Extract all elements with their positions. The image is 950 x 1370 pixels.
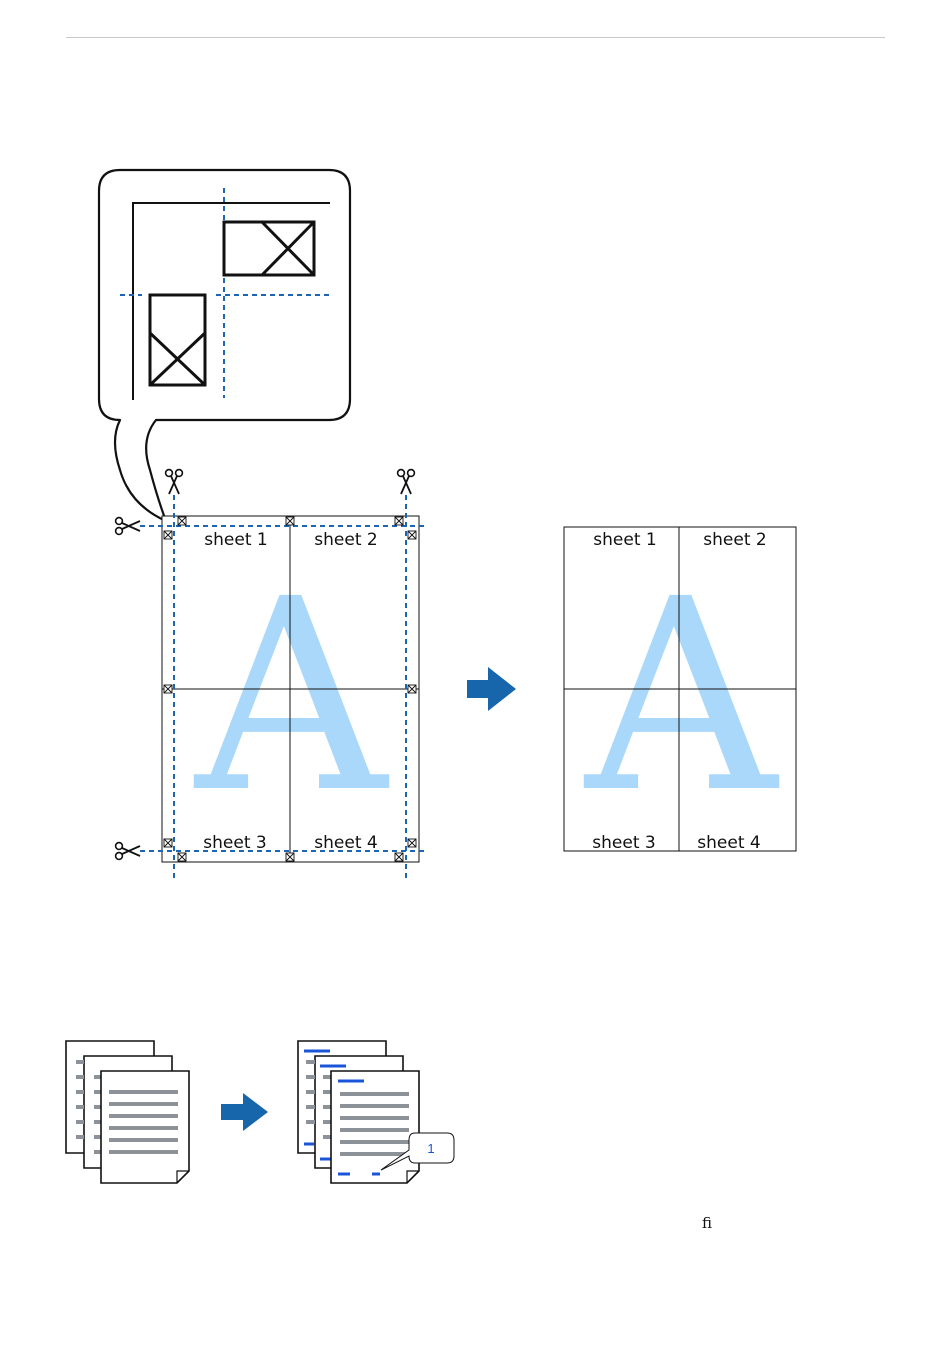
glue-mark-icon: [224, 222, 314, 275]
glue-mark-icon: [150, 295, 205, 385]
stray-glyph: ﬁ: [702, 1214, 712, 1232]
glue-mark-icon: [164, 685, 172, 693]
sheet-label: sheet 1: [204, 530, 267, 550]
glue-mark-icon: [408, 839, 416, 847]
glue-mark-icon: [178, 517, 186, 525]
page-number: 1: [427, 1141, 434, 1156]
sheet-label: sheet 2: [703, 530, 766, 550]
right-arrow-icon: [221, 1093, 268, 1131]
numbered-document-stack: 1: [298, 1041, 454, 1183]
glue-mark-icon: [408, 531, 416, 539]
glue-mark-icon: [395, 517, 403, 525]
poster-assembled: A sheet 1 sheet 2 sheet 3 sheet 4: [564, 527, 796, 853]
scissors-icon: [166, 470, 183, 494]
zoom-callout: [99, 170, 350, 521]
glue-mark-icon: [286, 853, 294, 861]
sheet-label: sheet 2: [314, 530, 377, 550]
glue-mark-icon: [164, 531, 172, 539]
glue-mark-icon: [178, 853, 186, 861]
scissors-icon: [116, 518, 140, 535]
sheet-label: sheet 4: [697, 833, 760, 853]
watermark-letter: A: [581, 543, 780, 851]
sheet-label: sheet 1: [593, 530, 656, 550]
glue-mark-icon: [395, 853, 403, 861]
document-stack-icon: [66, 1041, 189, 1183]
glue-mark-icon: [408, 685, 416, 693]
scissors-icon: [398, 470, 415, 494]
glue-mark-icon: [164, 839, 172, 847]
sheet-label: sheet 3: [592, 833, 655, 853]
right-arrow-icon: [467, 667, 516, 711]
glue-mark-icon: [286, 517, 294, 525]
scissors-icon: [116, 843, 140, 860]
watermark-letter: A: [191, 543, 390, 851]
poster-before-cut: A sheet 1 sheet 2 sheet 3 sheet 4: [140, 495, 428, 878]
